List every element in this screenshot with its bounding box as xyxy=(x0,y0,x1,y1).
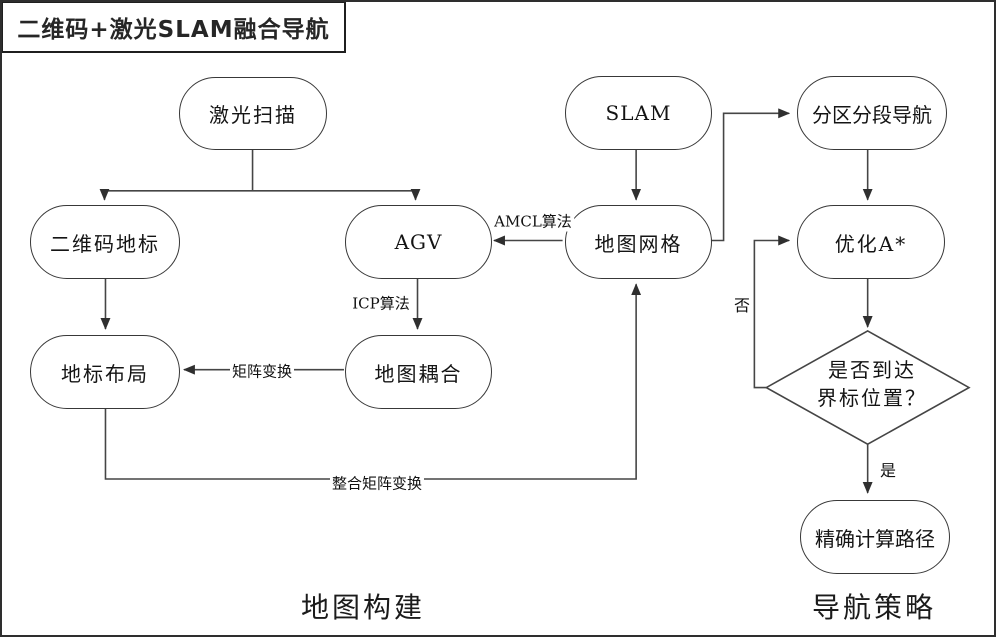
decision-label: 是否到达 界标位置？ xyxy=(770,356,974,412)
edge-label-matrix-transform: 矩阵变换 xyxy=(229,360,295,382)
section-label-map-building: 地图构建 xyxy=(300,591,426,624)
node-qr-landmark: 二维码地标 xyxy=(30,205,180,279)
edge-grid-to-partition xyxy=(708,108,791,242)
node-map-grid: 地图网格 xyxy=(565,205,712,279)
decision-label-line1: 是否到达 xyxy=(828,358,916,382)
edge-decision-no-to-astar xyxy=(753,235,791,389)
decision-diamond xyxy=(764,330,971,446)
node-laser-scan: 激光扫描 xyxy=(179,77,327,150)
node-slam: SLAM xyxy=(565,76,712,150)
decision-label-line2: 界标位置？ xyxy=(817,386,927,410)
node-map-coupling: 地图耦合 xyxy=(345,335,492,409)
edge-label-yes: 是 xyxy=(877,457,899,481)
edge-label-amcl: AMCL算法 xyxy=(492,210,574,232)
edge-label-icp: ICP算法 xyxy=(350,292,412,314)
node-agv: AGV xyxy=(345,205,492,279)
node-optimized-astar: 优化A* xyxy=(797,205,945,279)
edge-label-integrated-matrix-transform: 整合矩阵变换 xyxy=(329,472,425,494)
diagram-title: 二维码+激光SLAM融合导航 xyxy=(2,2,346,53)
node-precise-path: 精确计算路径 xyxy=(800,500,950,574)
edge-label-no: 否 xyxy=(731,292,753,316)
node-landmark-layout: 地标布局 xyxy=(30,335,180,409)
node-partition-nav: 分区分段导航 xyxy=(797,76,947,150)
section-label-nav-strategy: 导航策略 xyxy=(811,591,937,624)
